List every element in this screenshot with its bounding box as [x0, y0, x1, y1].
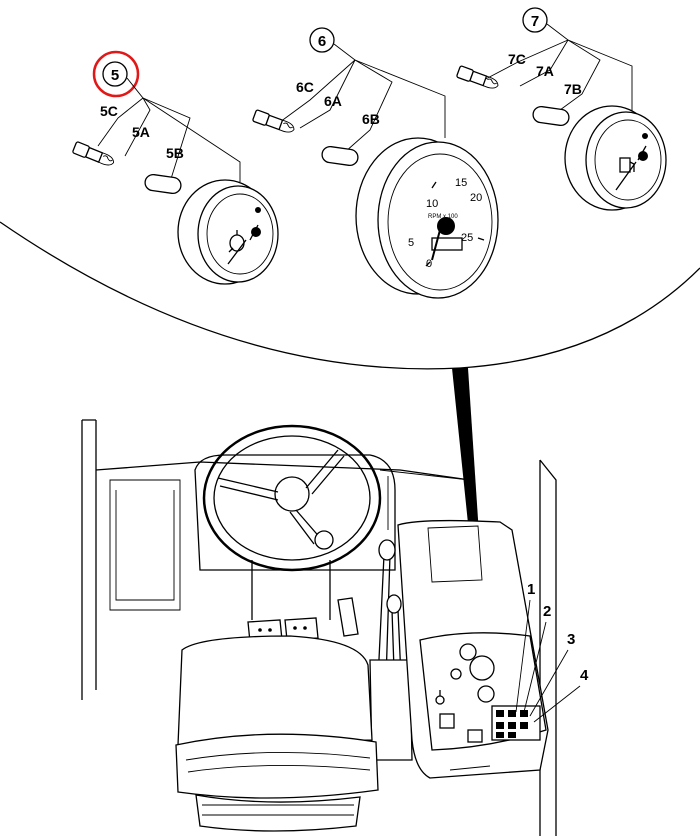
callout-7-circle: [522, 7, 548, 33]
callout-5-circle: [102, 61, 128, 87]
cab-scene: 1 2 3 4: [81, 419, 589, 836]
panel-callout-3: 3: [567, 631, 575, 648]
callout-6-number: 6: [318, 33, 326, 50]
accelerator-pedal: [337, 597, 359, 637]
part-6A-label: 6A: [324, 93, 342, 109]
gauge-5: [177, 179, 279, 285]
tach-label-0: 0: [426, 258, 432, 270]
bulb-socket-7c: [456, 65, 499, 89]
bulb-socket-5c: [72, 141, 114, 166]
part-7A-label: 7A: [536, 63, 554, 79]
tachometer: 0 5 10 15 20 25 RPM x 100: [355, 137, 499, 299]
bulb-socket-6c: [252, 109, 295, 133]
dashboard-hood: [194, 454, 396, 571]
steering-wheel: [202, 424, 382, 572]
tach-unit: RPM x 100: [428, 214, 458, 220]
assembly-6: 6 6C 6A 6B 0 5 10 15 20 25 RPM x 100: [252, 27, 499, 299]
part-5A-label: 5A: [132, 124, 150, 140]
part-7B-label: 7B: [564, 81, 582, 97]
callout-7-number: 7: [531, 13, 539, 30]
part-7C-label: 7C: [508, 51, 526, 67]
tach-label-25: 25: [461, 232, 473, 244]
detail-bubble-outline: [0, 221, 700, 370]
right-console: [397, 519, 549, 779]
bulb-6b: [321, 145, 359, 167]
part-5B-label: 5B: [166, 145, 184, 161]
assembly-5: 5 5C 5A 5B: [72, 50, 279, 285]
tach-label-5: 5: [408, 237, 414, 249]
assembly-7: 7 7C 7A 7B: [456, 7, 667, 211]
callout-5-number: 5: [111, 67, 119, 84]
panel-callout-4: 4: [580, 667, 589, 684]
panel-callouts: 1 2 3 4: [515, 581, 589, 723]
bulb-5b: [144, 173, 182, 195]
part-6B-label: 6B: [362, 111, 380, 127]
gauge-7: [564, 105, 667, 211]
cab-frame: [81, 419, 557, 836]
tach-label-20: 20: [470, 192, 482, 204]
panel-callout-2: 2: [543, 603, 551, 620]
part-6C-label: 6C: [296, 79, 314, 95]
bulb-7b: [532, 105, 570, 127]
callout-6-circle: [309, 27, 335, 53]
callout-5-highlight: [92, 50, 140, 98]
tach-label-15: 15: [455, 177, 467, 189]
part-5C-label: 5C: [100, 103, 118, 119]
operator-seat: [175, 635, 379, 832]
panel-callout-1: 1: [527, 581, 535, 598]
tach-label-10: 10: [426, 198, 438, 210]
